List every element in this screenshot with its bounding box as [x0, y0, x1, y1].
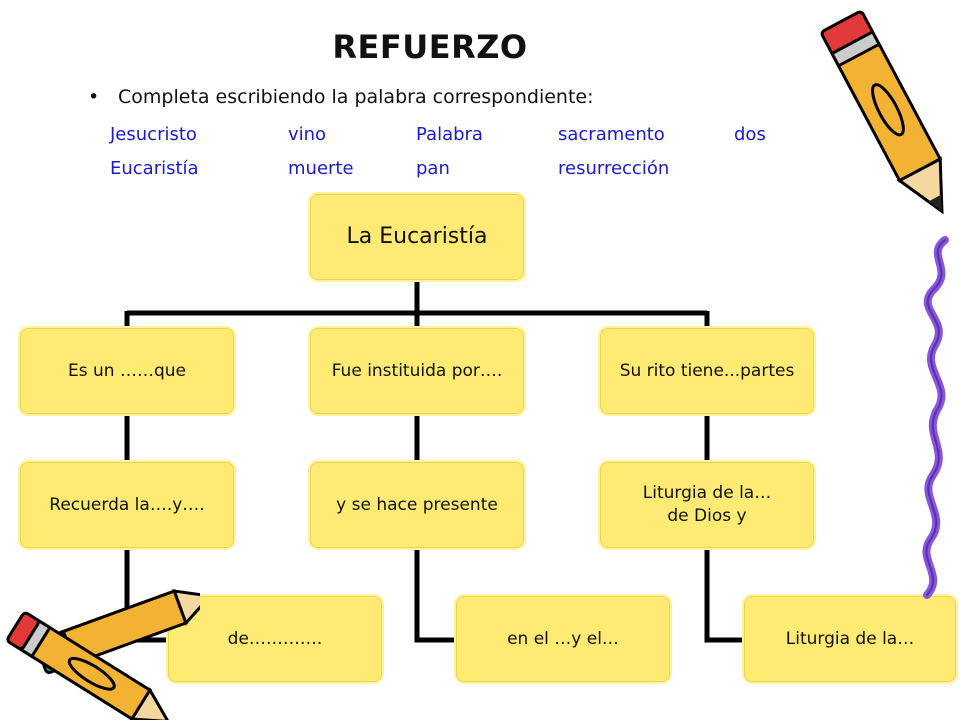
branch-2-bottom-node: en el …y el… [454, 594, 672, 684]
branch-1-middle-node: Recuerda la….y…. [18, 460, 236, 550]
connector-3-bottom [704, 548, 744, 643]
branch-1-bottom-node: de…………. [166, 594, 384, 684]
branch-3-middle-node: Liturgia de la… de Dios y [598, 460, 816, 550]
word-bank-item: muerte [288, 158, 354, 179]
squiggle-icon [922, 236, 949, 599]
word-bank-item: resurrección [558, 158, 670, 179]
connector-2-bottom [414, 548, 456, 643]
word-bank-item: Jesucristo [110, 124, 197, 145]
instruction-text: Completa escribiendo la palabra correspo… [118, 86, 594, 108]
word-bank-item: sacramento [558, 124, 665, 145]
page-title: REFUERZO [332, 28, 528, 66]
diagram-root-node: La Eucaristía [308, 192, 526, 282]
word-bank-item: dos [734, 124, 766, 145]
pencils-icon [6, 589, 200, 720]
branch-3-bottom-node: Liturgia de la… [742, 594, 958, 684]
word-bank-item: pan [416, 158, 450, 179]
branch-1-top-node: Es un ……que [18, 326, 236, 416]
word-bank-item: Palabra [416, 124, 483, 145]
word-bank-item: vino [288, 124, 327, 145]
bullet-icon: • [88, 86, 100, 108]
branch-2-top-node: Fue instituida por…. [308, 326, 526, 416]
branch-2-middle-node: y se hace presente [308, 460, 526, 550]
instruction: • Completa escribiendo la palabra corresp… [88, 86, 594, 108]
pencil-icon [820, 10, 944, 215]
word-bank-item: Eucaristía [110, 158, 199, 179]
branch-3-top-node: Su rito tiene...partes [598, 326, 816, 416]
